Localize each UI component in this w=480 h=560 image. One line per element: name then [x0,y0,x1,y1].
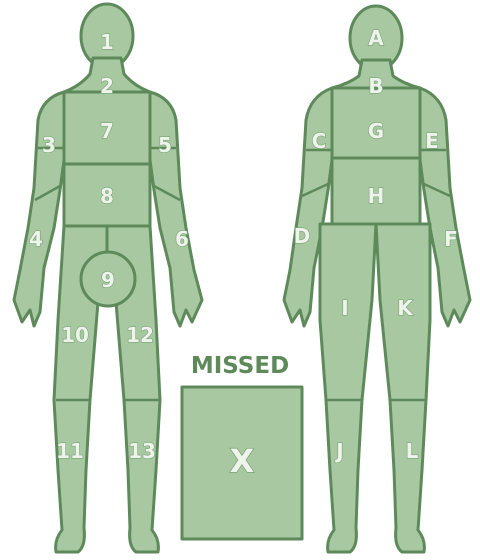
front-arm-left[interactable] [14,92,64,326]
missed-zone-label: X [230,442,255,480]
zone-label-K: K [397,296,414,320]
zone-label-13: 13 [128,439,156,463]
zone-label-F: F [444,227,458,251]
back-leg-left[interactable] [320,224,376,552]
zone-label-C: C [312,129,327,153]
front-arm-right[interactable] [150,92,202,326]
zone-label-10: 10 [61,323,89,347]
zone-label-H: H [368,184,385,208]
zone-label-I: I [341,296,348,320]
zone-label-D: D [294,224,311,248]
zone-label-8: 8 [100,184,114,208]
zone-label-2: 2 [100,74,114,98]
zone-label-6: 6 [175,227,189,251]
zone-label-4: 4 [29,227,43,251]
missed-title: MISSED [191,353,289,379]
zone-label-J: J [334,439,343,463]
zone-label-9: 9 [101,268,115,292]
zone-label-E: E [425,129,439,153]
zone-label-A: A [368,26,384,50]
zone-label-B: B [368,74,383,98]
zone-label-7: 7 [100,119,114,143]
zone-label-L: L [406,439,419,463]
zone-label-3: 3 [42,133,56,157]
back-leg-right[interactable] [376,224,430,552]
zone-label-12: 12 [126,323,154,347]
zone-label-11: 11 [56,439,84,463]
zone-label-1: 1 [100,30,114,54]
zone-label-G: G [368,119,384,143]
zone-label-5: 5 [158,133,172,157]
